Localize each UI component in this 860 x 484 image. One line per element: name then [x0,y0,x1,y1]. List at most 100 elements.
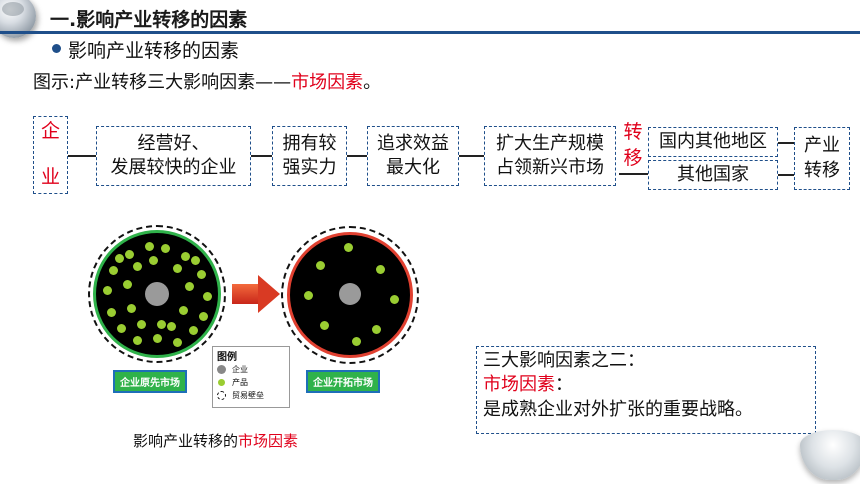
product-dot [319,320,329,330]
product-dot [152,333,162,343]
dest2-text: 其他国家 [677,163,749,185]
flow-box-domestic: 国内其他地区 [648,127,778,157]
product-dot [184,281,194,291]
product-dot [172,263,182,273]
product-dot [371,324,381,334]
note-line-3: 是成熟企业对外扩张的重要战略。 [483,398,753,420]
result-line1: 产业 [804,135,840,157]
caption-prefix: 图示:产业转移三大影响因素—— [33,72,292,93]
right-market-barrier [281,226,419,364]
left-market-label: 企业原先市场 [113,370,187,393]
flow-box-strength: 拥有较 强实力 [272,126,347,186]
product-dot [180,251,190,261]
connector-line [619,173,648,175]
right-market-label: 企业开拓市场 [306,370,380,393]
flow-box-expand: 扩大生产规模 占领新兴市场 [484,126,616,186]
box2-line1: 拥有较 [282,132,337,154]
connector-line [778,174,794,176]
enterprise-char-1: 企 [40,120,60,142]
product-dot [144,241,154,251]
legend-row: 贸易壁垒 [217,389,285,402]
product-dot [114,253,124,263]
product-dot [122,279,132,289]
product-dot [132,335,142,345]
legend-row: 产品 [217,376,285,389]
transfer-char-2: 移 [623,147,643,169]
flow-box-good-enterprise: 经营好、 发展较快的企业 [96,126,251,186]
connector-line [459,155,484,157]
product-dot [124,249,134,259]
enterprise-legend-icon [217,365,226,374]
product-dot [148,255,158,265]
product-dot [172,337,182,347]
caption-highlight: 市场因素 [291,72,364,93]
product-dot [102,285,112,295]
flow-enterprise-box: 企 业 [33,116,68,194]
product-dot [106,307,116,317]
product-dot [108,265,118,275]
legend-title: 图例 [217,352,237,363]
diagram-caption: 图示:产业转移三大影响因素——市场因素。 [33,68,381,94]
legend-row: 企业 [217,363,285,376]
connector-line [778,142,794,144]
product-dot [198,311,208,321]
figure-caption-prefix: 影响产业转移的 [133,432,239,450]
figure-legend: 图例 企业 产品 贸易壁垒 [212,346,290,408]
note-colon: ： [555,374,573,396]
left-market-enterprise [145,282,169,306]
box1-line2: 发展较快的企业 [110,157,237,178]
box4-line1: 扩大生产规模 [496,132,604,154]
product-dot [178,305,188,315]
note-line-2: 市场因素： [483,373,809,397]
left-market-barrier [88,225,226,363]
product-dot [190,255,200,265]
product-dot [202,291,212,301]
note-highlight: 市场因素 [483,374,555,396]
product-dot [188,325,198,335]
product-dot [156,319,166,329]
bullet-heading: 影响产业转移的因素 [68,40,240,62]
title-underline [0,31,860,34]
connector-line [251,155,272,157]
figure-caption: 影响产业转移的市场因素 [133,430,298,451]
product-dot [132,261,142,271]
box1-line1: 经营好、 [137,132,210,154]
flow-box-benefit: 追求效益 最大化 [367,126,459,186]
enterprise-char-2: 业 [40,166,60,189]
product-dot [315,260,325,270]
note-line-1: 三大影响因素之二： [483,350,645,371]
decorative-bowl [800,430,860,480]
right-market-enterprise [339,283,361,305]
box2-line2: 强实力 [282,157,337,178]
bullet-icon [52,44,61,53]
connector-line [68,155,96,157]
transfer-char-1: 转 [623,121,643,143]
result-line2: 转移 [804,159,840,181]
figure-caption-highlight: 市场因素 [238,432,299,450]
legend-product: 产品 [232,378,248,387]
info-note-box: 三大影响因素之二： 市场因素： 是成熟企业对外扩张的重要战略。 [476,346,816,434]
product-dot [375,264,385,274]
product-dot [166,321,176,331]
box3-line1: 追求效益 [377,132,449,154]
product-legend-icon [218,379,225,386]
product-dot [136,319,146,329]
product-dot [389,294,399,304]
market-arrow-head [258,275,280,313]
product-dot [351,336,361,346]
barrier-legend-icon [217,391,226,400]
product-dot [116,323,126,333]
page-title: 一.影响产业转移的因素 [50,9,248,31]
product-dot [196,269,206,279]
box3-line2: 最大化 [386,157,440,178]
flow-box-result: 产业 转移 [794,127,850,190]
market-arrow-body [232,284,260,304]
flow-box-foreign: 其他国家 [648,160,778,190]
connector-line [347,155,367,157]
product-dot [303,290,313,300]
product-dot [126,303,136,313]
product-dot [160,243,170,253]
box4-line2: 占领新兴市场 [496,157,604,178]
caption-suffix: 。 [363,72,382,93]
product-dot [343,242,353,252]
